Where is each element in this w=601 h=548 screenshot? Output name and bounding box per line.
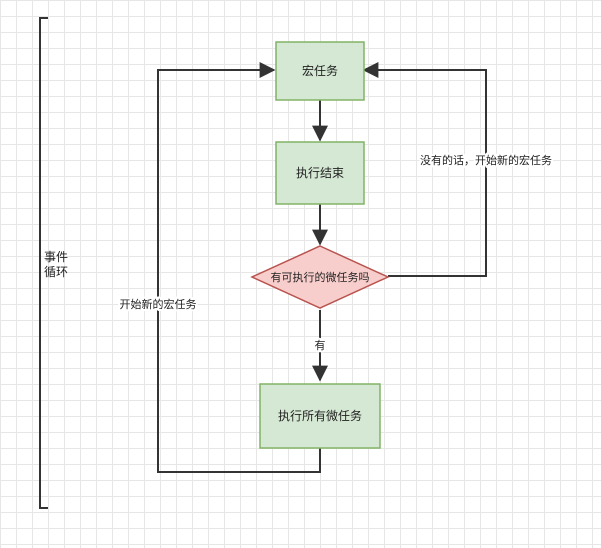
node-exec-end (275, 141, 365, 205)
edge-label-loop-back: 开始新的宏任务 (120, 297, 197, 311)
node-exec-micro-label: 执行所有微任务 (278, 408, 362, 423)
event-loop-label: 事件循环 (44, 250, 69, 279)
node-macro-task (275, 41, 365, 101)
node-exec-end-label: 执行结束 (296, 166, 344, 180)
edge-micro-loop-back (157, 62, 321, 473)
node-exec-micro (259, 383, 381, 449)
edge-label-yes: 有 (315, 338, 326, 352)
event-loop-bracket (39, 17, 48, 509)
node-macro-task-label: 宏任务 (302, 63, 338, 78)
node-decision-label: 有可执行的微任务吗 (271, 270, 370, 284)
edge-label-no-branch: 没有的话，开始新的宏任务 (420, 153, 552, 167)
node-decision (250, 245, 390, 309)
edge-decision-no-branch (362, 62, 487, 277)
